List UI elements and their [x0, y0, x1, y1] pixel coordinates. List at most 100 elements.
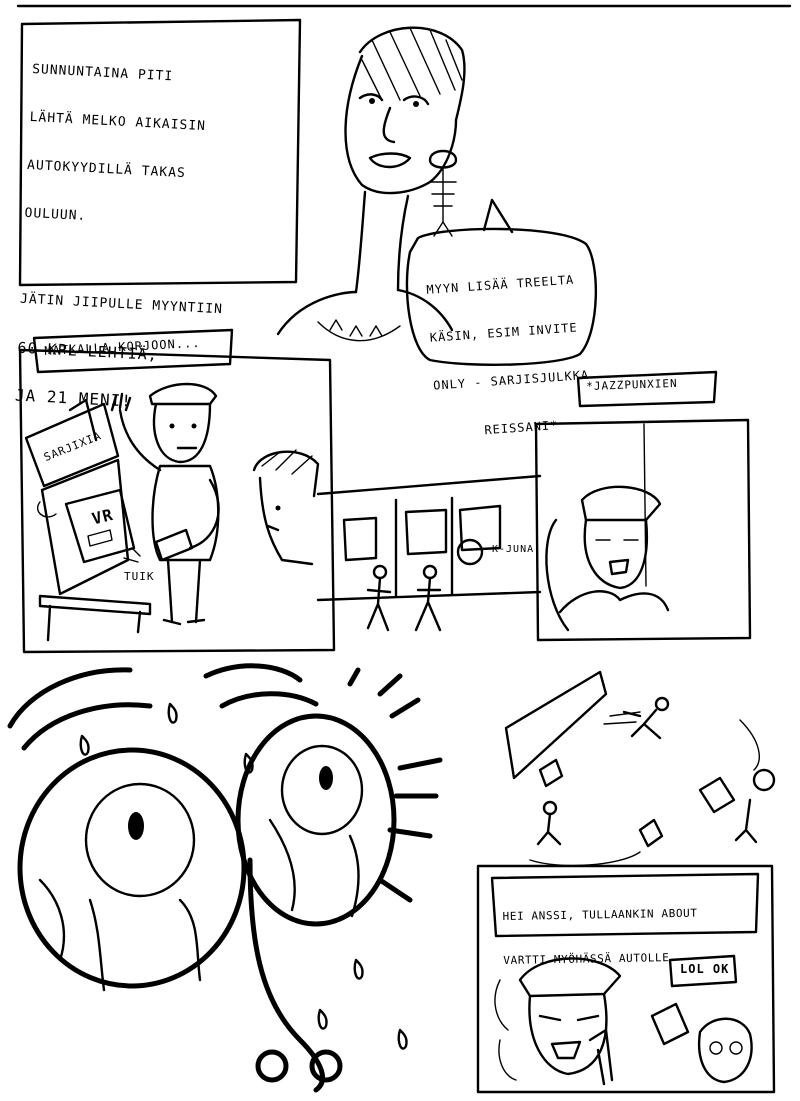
- arc-path: [739, 719, 760, 771]
- friend-glasses-left: [709, 1041, 723, 1055]
- tear-splash: [494, 979, 517, 1081]
- woman-pupil-right: [413, 101, 419, 107]
- train-dots-line: [515, 699, 601, 777]
- train-window-1: [342, 516, 378, 562]
- train-interior-panel: [534, 418, 752, 642]
- brow-line-3: [203, 663, 303, 683]
- dropped-box: [698, 776, 736, 814]
- speech-1-line-4: REISSANI*: [483, 418, 559, 438]
- crier-head: [528, 992, 608, 1076]
- runner-1-body: [536, 812, 562, 846]
- comic-box-lid: [24, 402, 120, 488]
- surprised-person: [734, 798, 758, 844]
- necklace-flowers: [329, 319, 383, 337]
- woman-mouth: [368, 152, 412, 169]
- man-head: [152, 402, 212, 464]
- speech-box-panel-4: [490, 872, 760, 938]
- box-small-1: [538, 758, 564, 788]
- train-window-2: [404, 508, 448, 556]
- caption-1: SUNNUNTAINA PITI LÄHTÄ MELKO AIKAISIN AU…: [13, 34, 237, 442]
- speed-lines: [603, 711, 641, 725]
- speech-4-line-2: VARTTI MYÖHÄSSÄ AUTOLLE.: [503, 950, 677, 967]
- sleeper-shoulders: [558, 590, 670, 614]
- box-small-2: [638, 818, 664, 848]
- caption-1-line-7: JA 21 MENI!: [14, 385, 133, 411]
- nostril-right: [309, 1049, 343, 1083]
- woman-neck-right: [396, 194, 410, 292]
- sleeper-mouth: [608, 558, 630, 576]
- sweat-drops: [79, 702, 408, 1050]
- stick-figures-walking: [366, 564, 442, 632]
- caption-1-line-1: SUNNUNTAINA PITI: [31, 61, 174, 85]
- floating-box: [650, 1002, 690, 1046]
- speech-1-line-1: MYYN LISÄÄ TREELTA: [426, 272, 575, 297]
- woman-hair: [358, 26, 466, 122]
- panel-3-big-eyes: [7, 663, 443, 1093]
- panel-1: [18, 18, 597, 366]
- woman-nose: [382, 106, 396, 144]
- train-label: K-JUNA: [492, 544, 535, 555]
- second-person-hair-hatch: [261, 449, 313, 475]
- speech-bubble-1: [405, 227, 597, 366]
- right-eye-veins: [268, 818, 360, 918]
- woman-hair-hatching: [361, 27, 463, 101]
- second-person-mouth: [266, 524, 280, 532]
- caption-1-line-4: OULUUN.: [24, 205, 87, 224]
- caption-1-line-5: JÄTIN JIIPULLE MYYNTIIN: [19, 291, 224, 318]
- friend-glasses-right: [729, 1041, 743, 1055]
- brow-line-1: [7, 667, 133, 729]
- woman-necklace: [317, 321, 401, 342]
- stress-lines-right: [377, 757, 443, 903]
- brow-line-2: [21, 702, 153, 751]
- phone-in-hand: [588, 1028, 614, 1086]
- left-eye: [17, 747, 247, 989]
- tuik-sound: TUIK: [124, 570, 155, 583]
- bench: [38, 594, 152, 642]
- caption-1-line-2: LÄHTÄ MELKO AIKAISIN: [29, 109, 207, 135]
- runner-2-body: [622, 708, 662, 740]
- comic-box: [40, 458, 130, 596]
- train-window-3: [458, 504, 502, 552]
- man-cap: [148, 382, 218, 406]
- sleeper-head: [583, 518, 648, 590]
- left-eye-veins: [38, 878, 202, 992]
- tuik-sound-lines: [123, 547, 141, 563]
- speech-4-line-1: HEI ANSSI, TULLAANKIN ABOUT: [502, 906, 698, 923]
- train-seat: [545, 518, 570, 632]
- ticket-machine: [64, 488, 136, 564]
- exclaim-bubble: [752, 768, 776, 792]
- ground-stroke: [529, 851, 641, 867]
- man-arm-raised: [118, 408, 162, 472]
- left-pupil: [128, 812, 144, 840]
- caption-1-line-3: AUTOKYYDILLÄ TAKAS: [26, 157, 187, 182]
- train-logo-circle: [456, 538, 484, 566]
- nostril-left: [255, 1049, 289, 1083]
- train-roofline: [316, 474, 542, 496]
- runner-1-head: [542, 800, 558, 816]
- panel-2: [18, 328, 752, 654]
- woman-eye-right: [402, 95, 430, 106]
- comic-box-flap: [68, 398, 98, 442]
- caption-box-2: [32, 328, 234, 374]
- reply-box: [668, 954, 738, 988]
- runner-2-head: [654, 696, 670, 712]
- right-eye: [235, 713, 397, 927]
- sleeper-cap: [580, 485, 662, 522]
- phone-panel-frame: [476, 864, 776, 1094]
- caption-box-1: [18, 18, 302, 287]
- crier-cap: [518, 957, 622, 998]
- man-legs: [166, 558, 202, 624]
- woman-shoulder-left: [276, 290, 358, 336]
- woman-face: [344, 54, 458, 195]
- train-carriage-box: [504, 670, 608, 780]
- skeleton-earring-icon: [428, 149, 458, 237]
- woman-shoulder-right: [396, 288, 454, 332]
- speech-1-line-2: KÄSIN, ESIM INVITE: [429, 320, 579, 345]
- man-arm-down: [188, 478, 220, 550]
- speech-1-line-3: ONLY - SARJISJULKKA: [432, 367, 590, 393]
- man-hand-wave: [110, 392, 132, 412]
- second-person-hair: [252, 450, 320, 498]
- station-panel-frame: [18, 348, 336, 654]
- brow-line-4: [219, 691, 319, 709]
